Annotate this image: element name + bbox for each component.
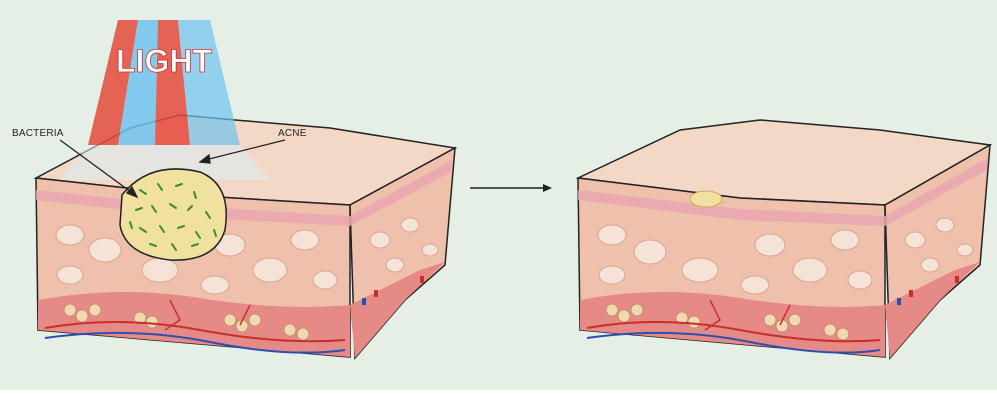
healed-spot — [690, 191, 722, 207]
vessel-dot-before-2 — [374, 290, 378, 297]
bacteria-label: BACTERIA — [12, 128, 64, 139]
light-label: LIGHT — [116, 43, 212, 79]
vessel-dot-after-3 — [955, 276, 959, 283]
acne-label: ACNE — [278, 128, 307, 139]
vessel-dot-before-1 — [362, 298, 366, 305]
vessel-dot-after-1 — [897, 298, 901, 305]
vessel-dot-after-2 — [909, 290, 913, 297]
vessel-dot-before-3 — [420, 276, 424, 283]
acne-pimple — [120, 169, 226, 260]
